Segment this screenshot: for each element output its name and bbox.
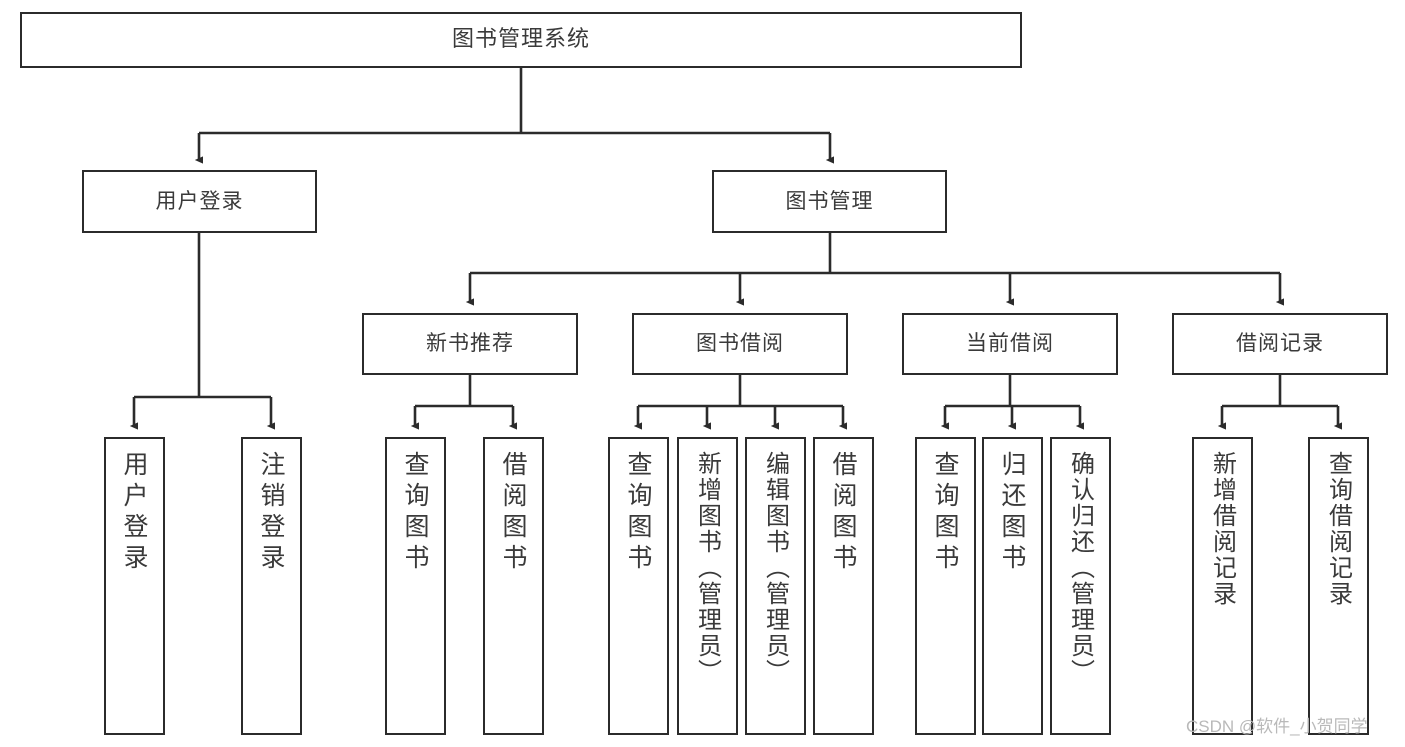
leaf-query-book-3[interactable]: 查询图书 xyxy=(915,437,976,735)
node-current-borrow[interactable]: 当前借阅 xyxy=(902,313,1118,375)
leaf-edit-book[interactable]: 编辑图书（管理员） xyxy=(745,437,806,735)
node-user-login[interactable]: 用户登录 xyxy=(82,170,317,233)
node-label: 归还图书 xyxy=(998,451,1027,575)
node-book-borrow[interactable]: 图书借阅 xyxy=(632,313,848,375)
node-label: 编辑图书（管理员） xyxy=(761,451,790,685)
node-label: 借阅图书 xyxy=(499,451,528,575)
node-label: 确认归还（管理员） xyxy=(1066,451,1095,685)
leaf-confirm-return[interactable]: 确认归还（管理员） xyxy=(1050,437,1111,735)
leaf-user-login[interactable]: 用户登录 xyxy=(104,437,165,735)
node-borrow-record[interactable]: 借阅记录 xyxy=(1172,313,1388,375)
leaf-add-record[interactable]: 新增借阅记录 xyxy=(1192,437,1253,735)
node-label: 图书管理系统 xyxy=(451,26,590,52)
node-label: 当前借阅 xyxy=(966,331,1054,356)
node-label: 新书推荐 xyxy=(426,331,514,356)
leaf-return-book[interactable]: 归还图书 xyxy=(982,437,1043,735)
leaf-borrow-book-2[interactable]: 借阅图书 xyxy=(813,437,874,735)
leaf-query-record[interactable]: 查询借阅记录 xyxy=(1308,437,1369,735)
node-label: 查询图书 xyxy=(401,451,430,575)
node-label: 图书管理 xyxy=(785,188,874,213)
node-book-manage[interactable]: 图书管理 xyxy=(712,170,947,233)
node-root-system[interactable]: 图书管理系统 xyxy=(20,12,1022,68)
node-label: 新增借阅记录 xyxy=(1208,451,1237,607)
node-new-book-rec[interactable]: 新书推荐 xyxy=(362,313,578,375)
leaf-borrow-book-1[interactable]: 借阅图书 xyxy=(483,437,544,735)
node-label: 借阅记录 xyxy=(1236,331,1324,356)
leaf-add-book[interactable]: 新增图书（管理员） xyxy=(677,437,738,735)
node-label: 新增图书（管理员） xyxy=(693,451,722,685)
leaf-query-book-2[interactable]: 查询图书 xyxy=(608,437,669,735)
watermark-text: CSDN @软件_小贺同学 xyxy=(1186,717,1368,736)
node-label: 查询借阅记录 xyxy=(1324,451,1353,607)
node-label: 用户登录 xyxy=(155,188,244,213)
node-label: 查询图书 xyxy=(931,451,960,575)
node-label: 借阅图书 xyxy=(829,451,858,575)
node-label: 查询图书 xyxy=(624,451,653,575)
leaf-logout-login[interactable]: 注销登录 xyxy=(241,437,302,735)
node-label: 用户登录 xyxy=(120,451,149,575)
leaf-query-book-1[interactable]: 查询图书 xyxy=(385,437,446,735)
node-label: 注销登录 xyxy=(257,451,286,575)
node-label: 图书借阅 xyxy=(696,331,784,356)
